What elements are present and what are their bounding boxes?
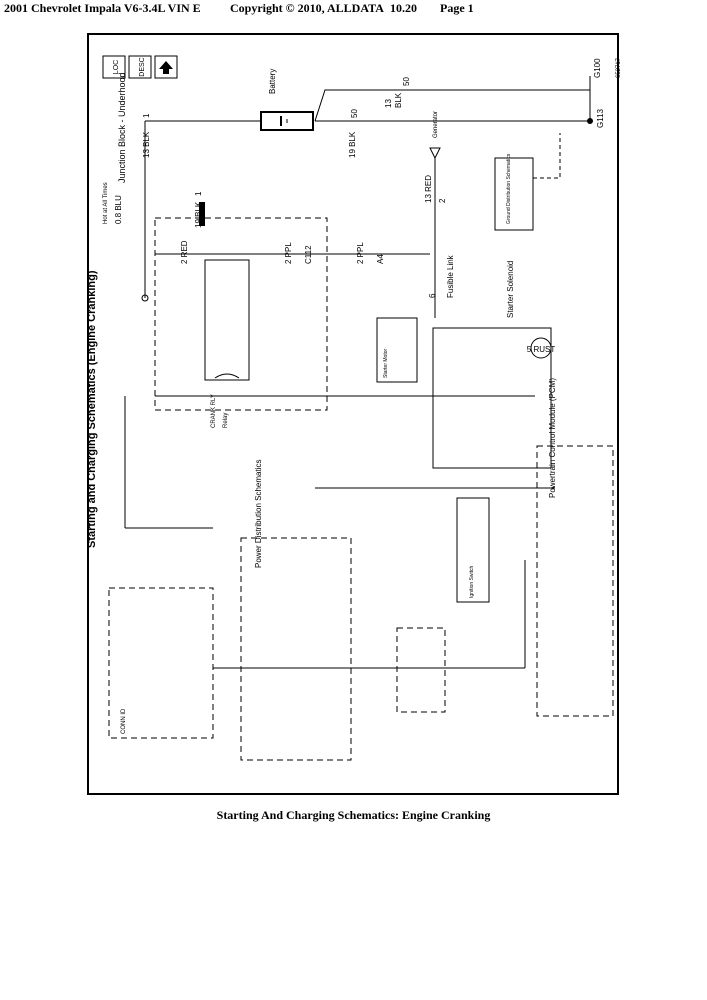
svg-text:G100: G100 (593, 58, 602, 78)
svg-text:Ignition Switch: Ignition Switch (469, 566, 475, 598)
svg-text:Hot at All Times: Hot at All Times (103, 182, 109, 224)
svg-text:Generator: Generator (433, 111, 439, 138)
svg-text:Powertrain Control Module (PCM: Powertrain Control Module (PCM) (548, 378, 557, 498)
loc-icon-label: LOC (113, 60, 120, 74)
svg-text:19 BLK: 19 BLK (348, 131, 357, 158)
desc-icon-label: DESC (139, 57, 146, 76)
desc-icon (128, 55, 152, 79)
svg-text:2 RED: 2 RED (180, 240, 189, 264)
svg-text:0.8 BLU: 0.8 BLU (114, 195, 123, 224)
footer-caption: Starting And Charging Schematics: Engine… (216, 808, 491, 822)
svg-text:Starter Motor: Starter Motor (383, 348, 389, 378)
diagram-title: Starting and Charging Schematics (Engine… (86, 270, 98, 548)
loc-icon (102, 55, 126, 79)
svg-text:50: 50 (350, 109, 359, 118)
svg-text:1: 1 (194, 191, 203, 196)
svg-text:Power Distribution Schematics: Power Distribution Schematics (254, 460, 263, 568)
header-vehicle: 2001 Chevrolet Impala V6-3.4L VIN E (4, 1, 201, 15)
svg-text:Junction Block - Underhood: Junction Block - Underhood (117, 72, 127, 183)
wiring-schematic: LOC DESC Starting and Charging Schematic… (85, 28, 625, 798)
svg-text:Starter Solenoid: Starter Solenoid (506, 261, 515, 318)
legend-icons: LOC DESC (102, 55, 178, 79)
svg-text:2 PPL: 2 PPL (356, 242, 365, 264)
svg-text:G113: G113 (596, 108, 605, 128)
svg-text:13 RED: 13 RED (424, 175, 433, 203)
svg-text:19 BLK: 19 BLK (194, 201, 203, 228)
svg-text:5 RUST: 5 RUST (527, 345, 556, 354)
diagram-frame (87, 33, 619, 795)
svg-text:Fusible Link: Fusible Link (446, 254, 455, 298)
svg-text:BLK: BLK (394, 92, 403, 108)
header-page: Page 1 (440, 1, 474, 15)
svg-text:13: 13 (384, 99, 393, 108)
battery: Battery (260, 69, 314, 131)
svg-text:1: 1 (142, 113, 151, 118)
figure-number: 652717 (616, 57, 622, 78)
svg-text:Relay: Relay (223, 413, 229, 428)
svg-text:2 PPL: 2 PPL (284, 242, 293, 264)
arrow-up-icon (154, 55, 178, 79)
svg-text:2: 2 (438, 198, 447, 203)
svg-text:CONN ID: CONN ID (121, 708, 127, 734)
svg-text:Ground Distribution Schematics: Ground Distribution Schematics (506, 153, 512, 224)
svg-text:A4: A4 (376, 254, 385, 264)
svg-text:Battery: Battery (268, 69, 277, 94)
svg-text:CRANK RLY: CRANK RLY (211, 394, 217, 428)
svg-text:13 BLK: 13 BLK (142, 131, 151, 158)
svg-text:50: 50 (402, 77, 411, 86)
header-version: 10.20 (390, 1, 417, 15)
svg-text:C112: C112 (304, 245, 313, 264)
svg-text:6: 6 (428, 293, 437, 298)
schematic-svg: LOC DESC Starting and Charging Schematic… (86, 33, 622, 795)
header-copyright: Copyright © 2010, ALLDATA (230, 1, 384, 15)
